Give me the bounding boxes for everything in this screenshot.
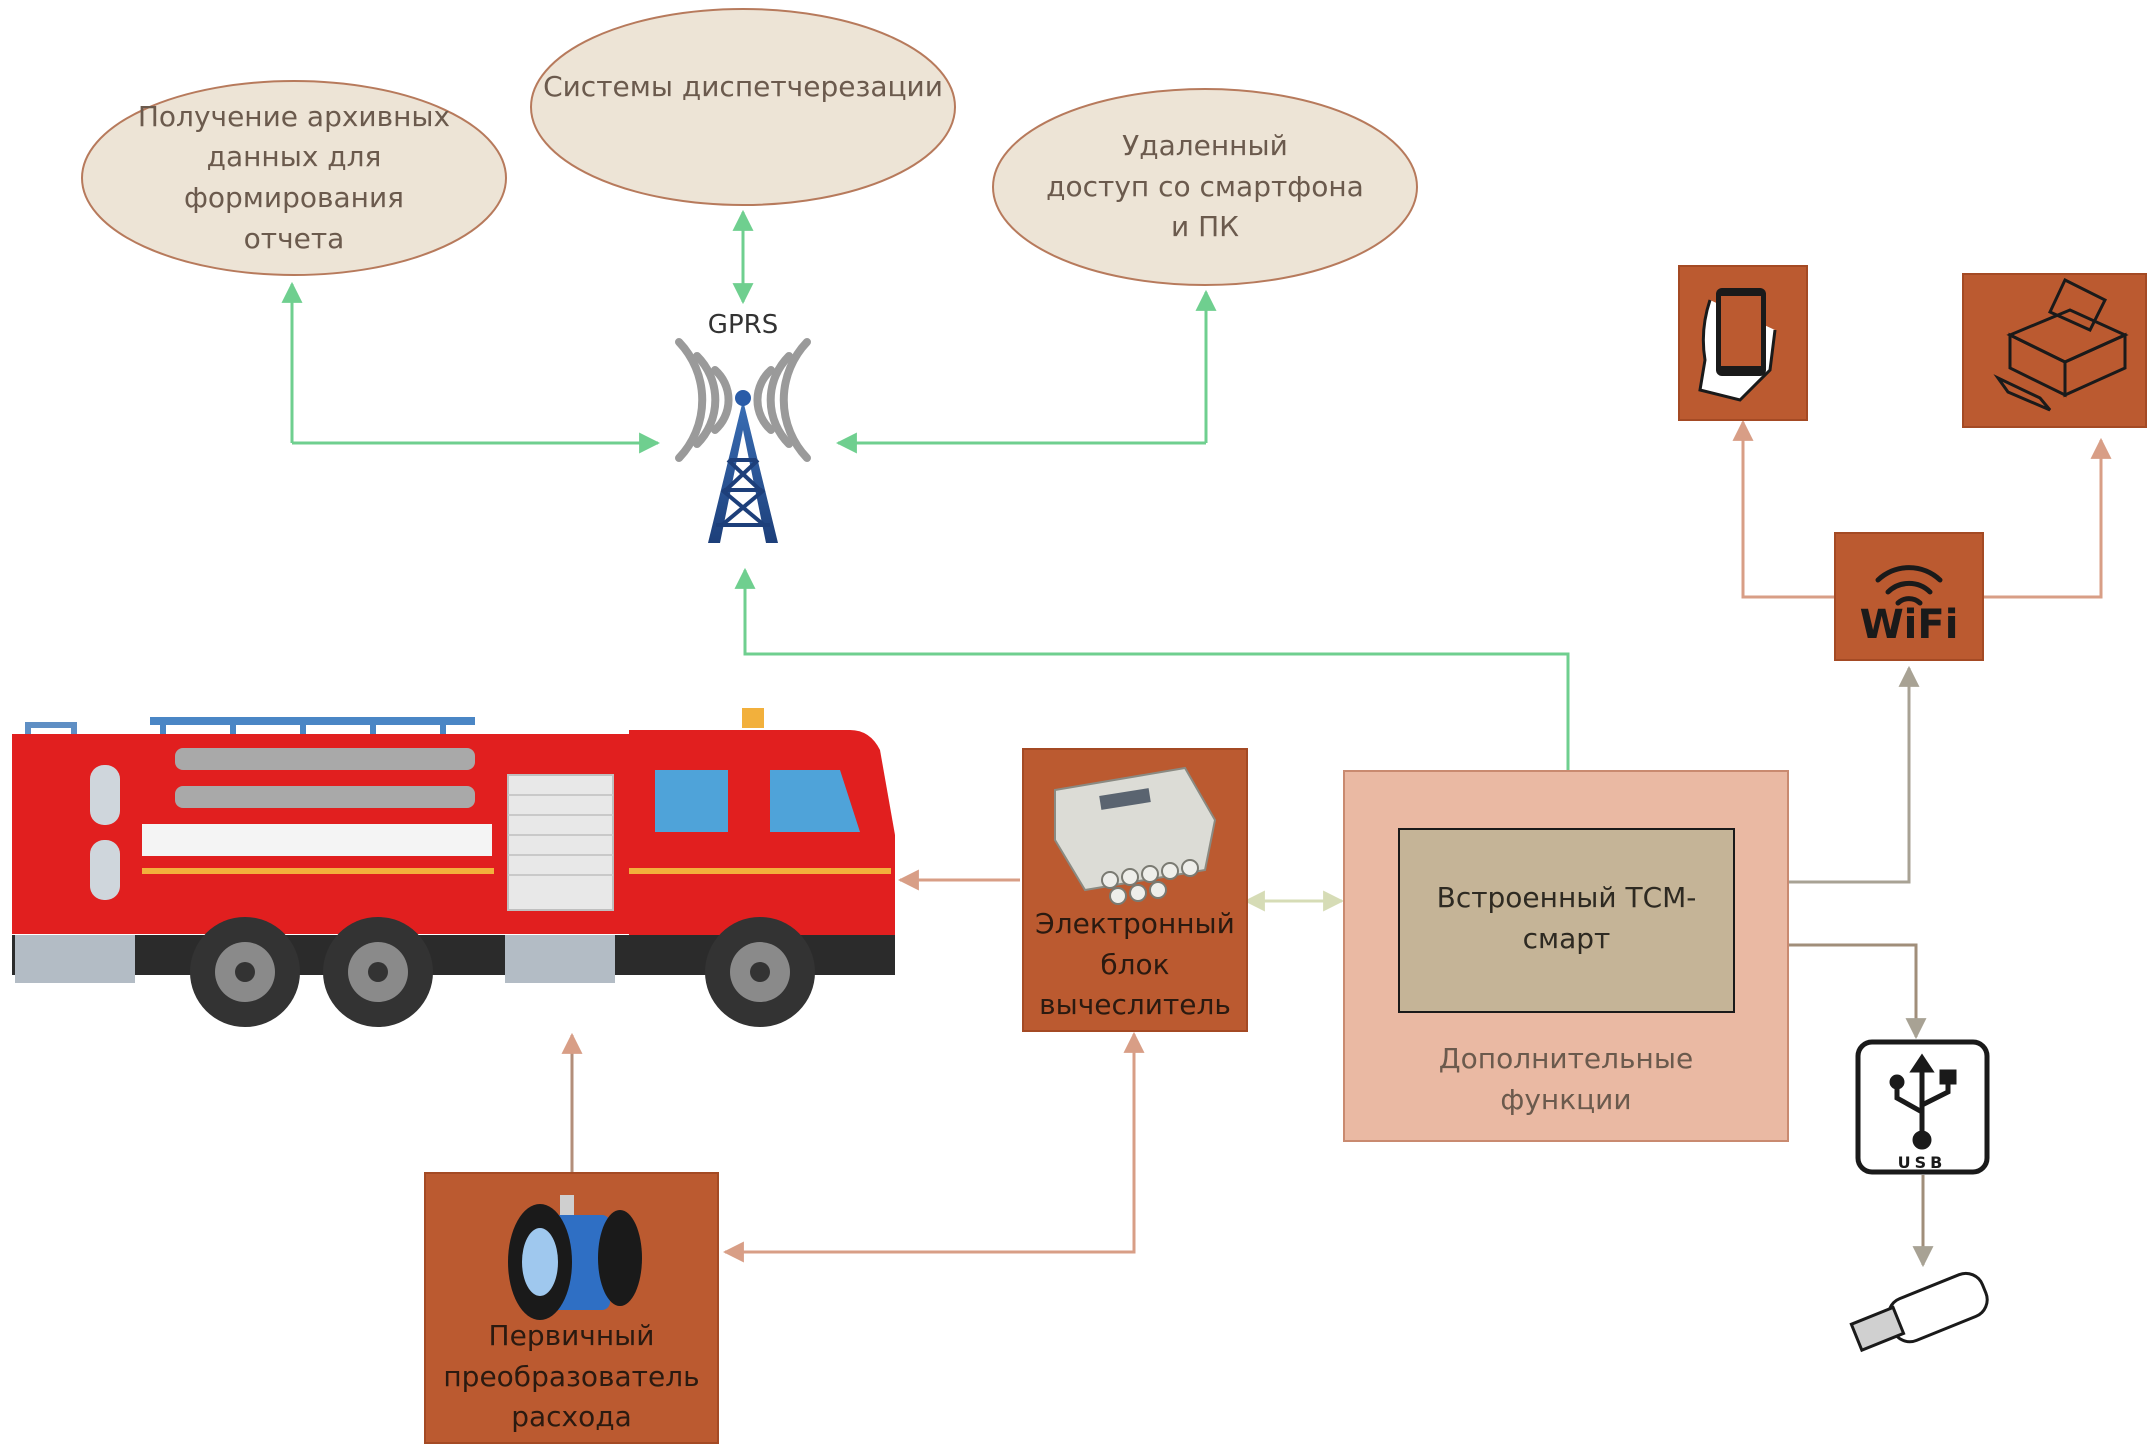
usb-symbol-icon [1889,1053,1957,1150]
usb-flash-drive-icon [1849,1271,1989,1353]
dispatch-ellipse [530,8,956,206]
wifi-icon [1875,565,1943,606]
sensor-label: Первичный преобразователь расхода [443,1319,700,1434]
printer-icon [1993,277,2129,412]
archive-label: Получение архивных данных для формирован… [137,99,451,255]
remote-ellipse [992,88,1418,286]
archive-ellipse [81,80,507,276]
wifi-label: WiFi [1860,602,1959,648]
gprs-links [281,209,1570,823]
tsm-label: Встроенный ТСМ- смарт [1436,881,1697,955]
dispatch-label: Системы диспетчерезации [543,69,943,103]
extra-functions-label: Дополнительные функции [1438,1042,1694,1116]
remote-label: Удаленный доступ со смартфона и ПК [1046,129,1364,244]
controller-device-icon [1054,766,1217,905]
tsm-inner-block [1398,828,1735,1013]
smartphone-icon [1698,288,1777,402]
radio-tower-icon [675,338,811,543]
printer-box [1962,273,2147,428]
flowmeter-icon [508,1195,642,1320]
usb-label: USB [1898,1153,1947,1172]
data-links [561,419,2112,1268]
fire-truck-icon [12,708,895,1027]
gprs-label: GPRS [707,310,779,341]
computer-label: Электронный блок вычеслитель [1035,907,1235,1022]
